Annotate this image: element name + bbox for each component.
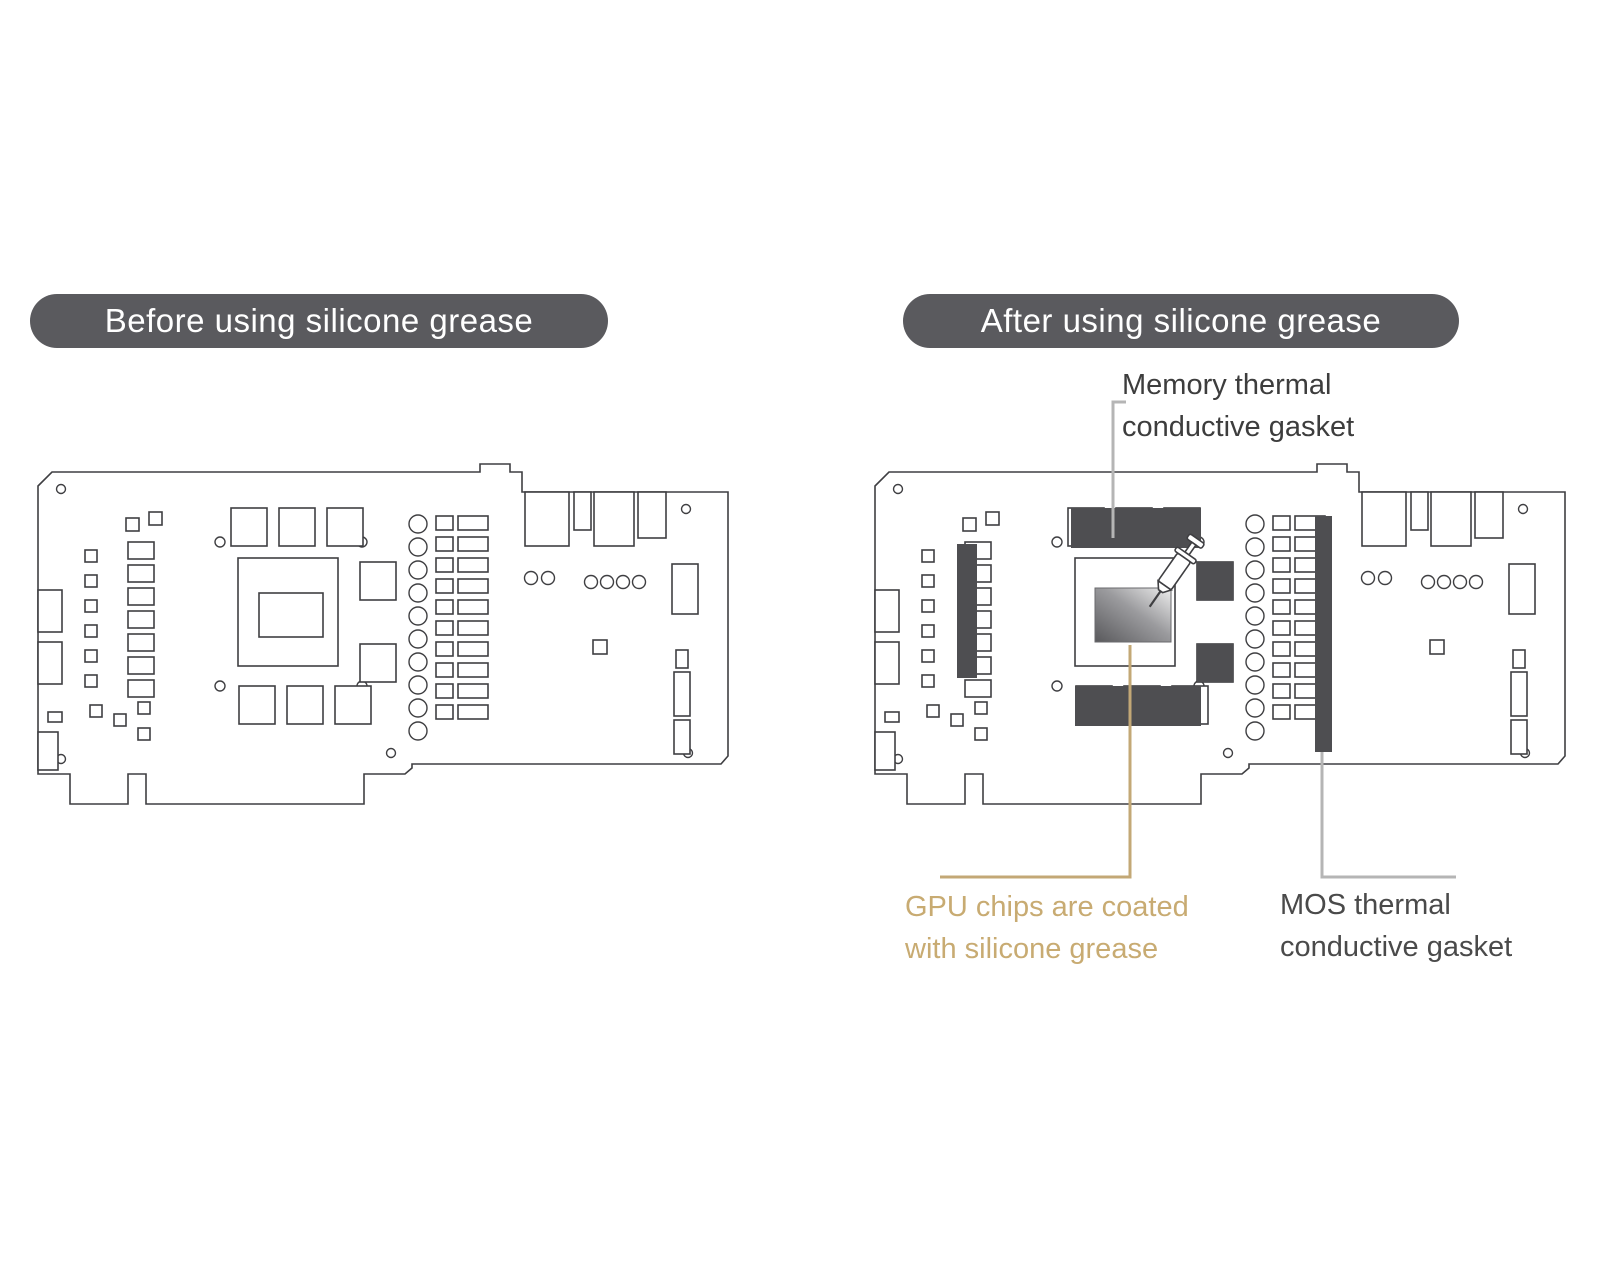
memory-gasket-annotation-line2: conductive gasket [1122,411,1355,443]
memory-gasket-leader-line [1111,400,1126,538]
gpu-die-silicone-grease [1094,587,1172,643]
pcb-after-overlays [957,508,1332,752]
memory-gasket-bottom [1075,686,1201,726]
memory-gasket-top [1071,508,1201,548]
before-label-pill: Before using silicone grease [30,294,608,348]
mos-gasket-bar [1315,516,1332,752]
pcb-after [874,463,1566,805]
gpu-grease-annotation: GPU chips are coated with silicone greas… [905,886,1189,970]
mos-gasket-annotation-line1: MOS thermal [1280,889,1451,921]
memory-gasket-annotation-line1: Memory thermal [1122,369,1332,401]
pcb-before [37,463,729,805]
mos-gasket-annotation-line2: conductive gasket [1280,931,1513,963]
gpu-grease-annotation-line2: with silicone grease [905,933,1159,965]
memory-gasket-annotation: Memory thermal conductive gasket [1122,364,1354,448]
after-label-pill: After using silicone grease [903,294,1459,348]
syringe-icon [1148,533,1205,608]
memory-gasket-right-top [1197,562,1233,600]
mos-gasket-leader-line [1320,752,1456,879]
gpu-grease-annotation-line1: GPU chips are coated [905,891,1189,923]
gpu-grease-leader-line [940,645,1132,879]
mos-gasket-annotation: MOS thermal conductive gasket [1280,884,1512,968]
memory-gasket-right-bottom [1197,644,1233,682]
before-label-text: Before using silicone grease [104,302,534,339]
memory-gasket-left-bar [957,544,977,678]
after-label-text: After using silicone grease [980,302,1382,339]
